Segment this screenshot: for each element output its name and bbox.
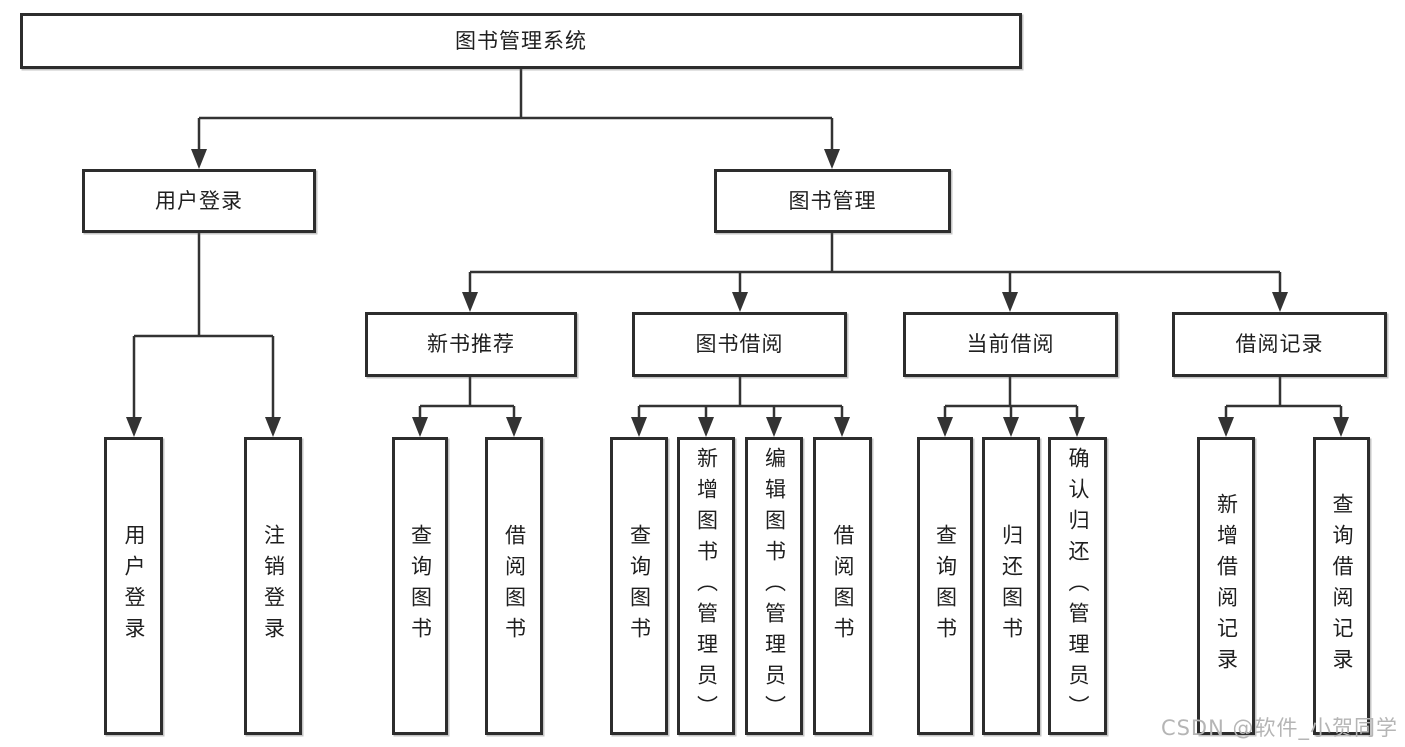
node-label: 借阅图书 bbox=[502, 524, 527, 648]
node-label: 确认归还（管理员） bbox=[1066, 446, 1090, 726]
node-label: 用户登录 bbox=[122, 524, 146, 648]
leaf-return-book: 归还图书 bbox=[982, 437, 1040, 735]
node-label: 当前借阅 bbox=[966, 332, 1055, 356]
leaf-query-book-3: 查询图书 bbox=[917, 437, 973, 735]
node-label: 新书推荐 bbox=[427, 332, 515, 356]
watermark: CSDN @软件_小贺同学 bbox=[1160, 716, 1398, 740]
node-label: 注销登录 bbox=[261, 524, 286, 648]
node-label: 借阅图书 bbox=[831, 524, 855, 648]
leaf-query-book-1: 查询图书 bbox=[392, 437, 448, 735]
leaf-query-borrow-record: 查询借阅记录 bbox=[1313, 437, 1370, 735]
node-new-book-recommend: 新书推荐 bbox=[365, 312, 577, 377]
node-label: 查询图书 bbox=[408, 524, 433, 648]
node-borrow-record: 借阅记录 bbox=[1172, 312, 1387, 377]
connector-user-login bbox=[126, 233, 281, 437]
leaf-add-book-admin: 新增图书（管理员） bbox=[677, 437, 735, 735]
leaf-add-borrow-record: 新增借阅记录 bbox=[1197, 437, 1255, 735]
node-label: 图书借阅 bbox=[695, 332, 784, 356]
node-current-borrow: 当前借阅 bbox=[903, 312, 1118, 377]
connector-book-management bbox=[462, 233, 1288, 312]
leaf-logout: 注销登录 bbox=[244, 437, 302, 735]
node-root-system: 图书管理系统 bbox=[20, 13, 1022, 69]
node-label: 查询图书 bbox=[627, 524, 652, 648]
leaf-confirm-return-admin: 确认归还（管理员） bbox=[1048, 437, 1107, 735]
leaf-edit-book-admin: 编辑图书（管理员） bbox=[745, 437, 803, 735]
node-label: 图书管理系统 bbox=[455, 28, 587, 53]
node-label: 图书管理 bbox=[788, 188, 877, 213]
leaf-borrow-book-2: 借阅图书 bbox=[813, 437, 872, 735]
node-book-management: 图书管理 bbox=[714, 169, 951, 233]
node-label: 归还图书 bbox=[999, 524, 1024, 648]
node-label: 查询借阅记录 bbox=[1330, 493, 1354, 679]
connector-borrow-record bbox=[1218, 377, 1349, 437]
leaf-borrow-book-1: 借阅图书 bbox=[485, 437, 543, 735]
node-label: 新增图书（管理员） bbox=[694, 446, 719, 726]
leaf-user-login: 用户登录 bbox=[104, 437, 163, 735]
connector-book-borrow bbox=[631, 377, 850, 437]
connector-current-borrow bbox=[937, 377, 1085, 437]
node-label: 借阅记录 bbox=[1235, 332, 1324, 356]
node-label: 新增借阅记录 bbox=[1214, 493, 1239, 679]
node-book-borrow: 图书借阅 bbox=[632, 312, 847, 377]
node-label: 查询图书 bbox=[933, 524, 958, 648]
leaf-query-book-2: 查询图书 bbox=[610, 437, 668, 735]
connector-new-book bbox=[412, 377, 522, 437]
node-label: 编辑图书（管理员） bbox=[762, 446, 787, 726]
node-label: 用户登录 bbox=[155, 188, 243, 213]
connector-root bbox=[191, 69, 840, 169]
node-user-login: 用户登录 bbox=[82, 169, 316, 233]
